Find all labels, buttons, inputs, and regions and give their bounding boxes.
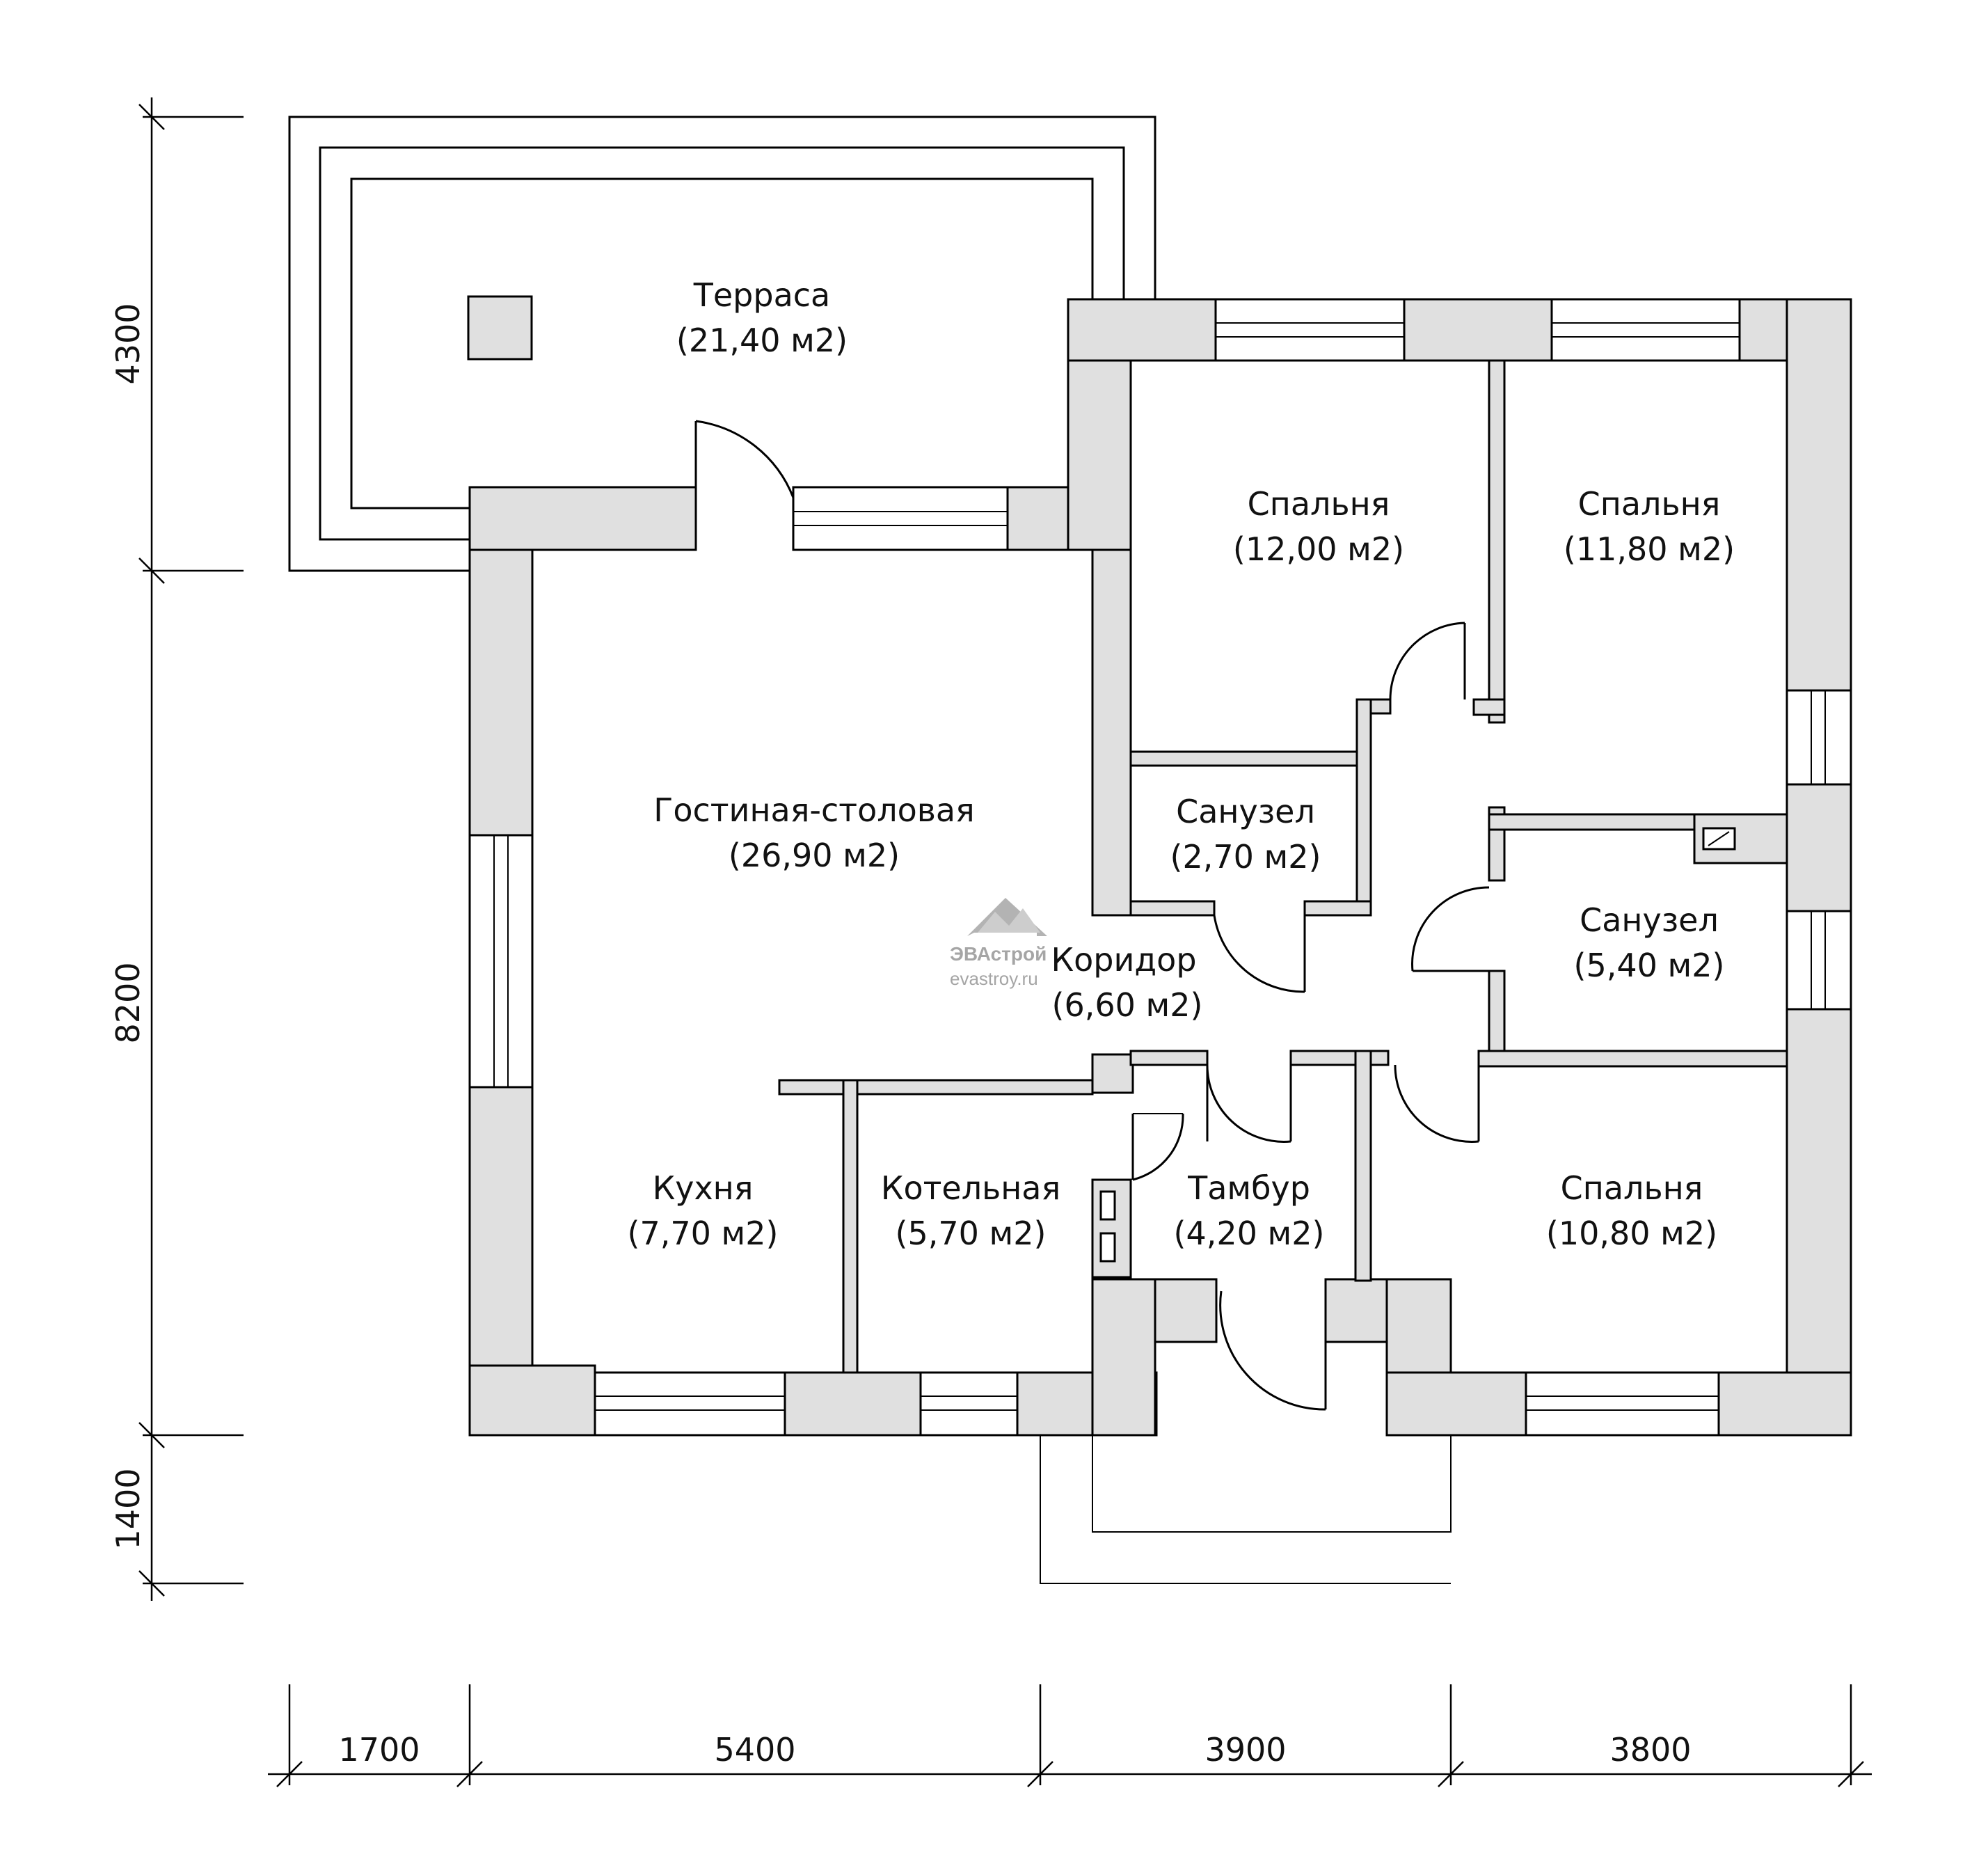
room-area-terrace: (21,40 м2) [676,322,848,359]
room-name-corridor: Коридор [1051,941,1196,979]
room-name-bedroom-3: Спальня [1561,1169,1703,1207]
room-name-living: Гостиная-столовая [653,791,974,829]
room-area-bedroom-2: (11,80 м2) [1564,530,1735,568]
room-name-vestibule: Тамбур [1187,1169,1310,1207]
dim-left-2: 8200 [109,962,147,1043]
interior-partitions [778,359,1788,1374]
windows [468,298,1852,1437]
dim-left-3: 1400 [109,1468,147,1549]
room-area-bath-2: (5,40 м2) [1574,947,1725,984]
room-name-bath-2: Санузел [1580,901,1719,939]
room-labels: Терраса (21,40 м2) Спальня (12,00 м2) Сп… [628,276,1735,1252]
dimension-chain-left: 4300 8200 1400 [109,97,244,1601]
dim-bottom-4: 3800 [1609,1731,1691,1769]
terrace-column [467,295,533,361]
room-area-living: (26,90 м2) [729,837,900,874]
room-area-corridor: (6,60 м2) [1052,986,1203,1024]
watermark: ЭВАстрой evastroy.ru [950,898,1047,989]
room-area-boiler: (5,70 м2) [896,1215,1047,1252]
doors [694,420,1490,1411]
watermark-site: evastroy.ru [950,968,1038,989]
room-name-boiler: Котельная [881,1169,1060,1207]
room-name-terrace: Терраса [693,276,830,314]
room-name-bedroom-1: Спальня [1248,485,1390,523]
fixtures [1099,827,1736,1263]
exterior-walls [468,298,1852,1437]
dim-left-1: 4300 [109,303,147,384]
room-name-kitchen: Кухня [653,1169,754,1207]
room-area-vestibule: (4,20 м2) [1174,1215,1325,1252]
dim-bottom-3: 3900 [1204,1731,1286,1769]
boiler-flue [1099,1232,1116,1263]
boiler-flue [1099,1190,1116,1221]
room-area-kitchen: (7,70 м2) [628,1215,779,1252]
dimension-chain-bottom: 1700 5400 3900 3800 [268,1684,1872,1787]
dim-bottom-2: 5400 [714,1731,795,1769]
terrace [288,116,1156,572]
watermark-brand: ЭВАстрой [950,943,1047,965]
room-area-bedroom-1: (12,00 м2) [1233,530,1404,568]
room-name-bedroom-2: Спальня [1578,485,1721,523]
room-area-bath-1: (2,70 м2) [1170,838,1321,876]
room-area-bedroom-3: (10,80 м2) [1546,1215,1717,1252]
porch [1040,1435,1452,1584]
dim-bottom-1: 1700 [338,1731,420,1769]
room-name-bath-1: Санузел [1176,793,1315,830]
